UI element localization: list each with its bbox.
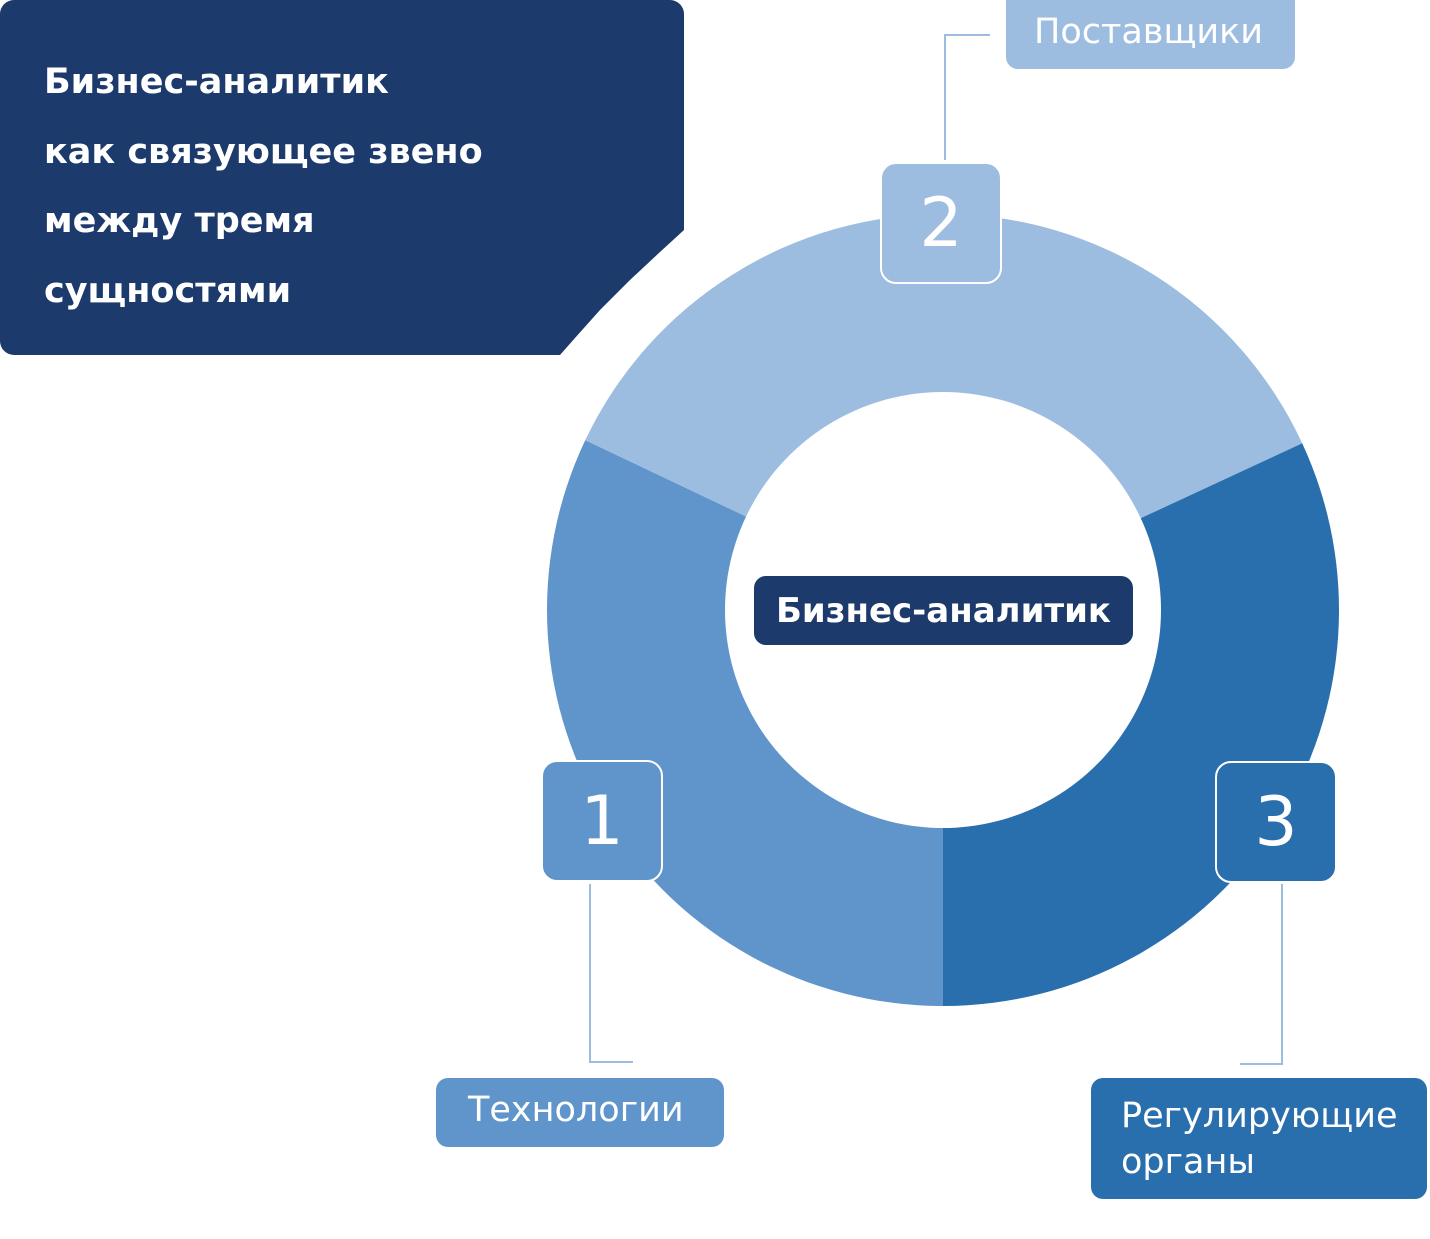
badge-2: 2 xyxy=(880,162,1002,284)
title-box: Бизнес-аналитик как связующее звено межд… xyxy=(0,0,684,355)
connector-suppliers xyxy=(944,34,990,160)
title-line: между тремя xyxy=(44,201,315,241)
label-line: Регулирующие xyxy=(1121,1096,1398,1136)
title-line: сущностями xyxy=(44,270,292,311)
badge-1: 1 xyxy=(541,760,663,882)
label-technologies: Технологии xyxy=(436,1078,724,1147)
segment-regulators xyxy=(943,443,1340,1007)
label-regulators: Регулирующие органы xyxy=(1091,1078,1427,1199)
center-label: Бизнес-аналитик xyxy=(754,576,1133,645)
title-line: Бизнес-аналитик xyxy=(44,62,389,102)
badge-3: 3 xyxy=(1215,761,1337,883)
title-line: как связующее звено xyxy=(44,131,483,172)
connector-regulators xyxy=(1240,884,1283,1065)
label-line: органы xyxy=(1121,1142,1255,1182)
diagram-title: Бизнес-аналитик как связующее звено межд… xyxy=(44,48,483,326)
label-suppliers: Поставщики xyxy=(1006,0,1295,69)
connector-technologies xyxy=(589,884,633,1063)
segment-technologies xyxy=(547,440,943,1006)
segment-suppliers xyxy=(585,213,1303,519)
